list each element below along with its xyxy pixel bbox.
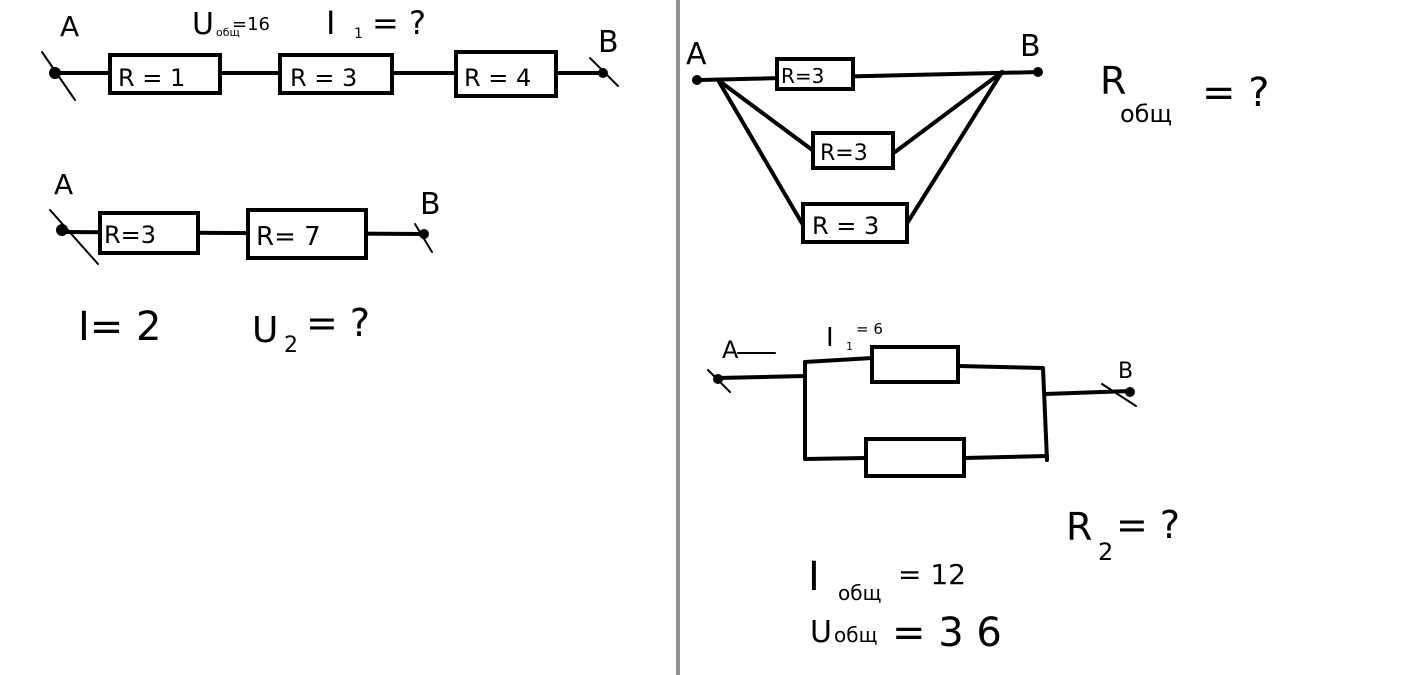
c1-resistor-3-label: R = 4 xyxy=(464,64,531,92)
c3-node-b-label: B xyxy=(1020,29,1041,64)
c3-terminal-b xyxy=(1033,67,1043,77)
c3-resistor-2-label: R=3 xyxy=(820,141,868,166)
c2-find-u-letter: U xyxy=(252,310,278,351)
c4-node-a-label: A xyxy=(722,336,739,364)
c1-find-i-rest: = ? xyxy=(372,4,426,42)
c4-node-b-label: B xyxy=(1118,359,1133,384)
c3-terminal-a xyxy=(692,75,702,85)
c1-resistor-2-label: R = 3 xyxy=(290,64,357,92)
c3-resistor-2 xyxy=(811,131,895,170)
circuit-4: A B I 1 = 6 R 2 = ? I общ = 12 U общ = 3… xyxy=(707,320,1180,656)
c3-find-r-letter: R xyxy=(1100,59,1126,103)
c2-resistor-2-label: R= 7 xyxy=(256,222,321,252)
c1-resistor-1-label: R = 1 xyxy=(118,64,185,92)
c4-left-wire xyxy=(716,374,807,380)
c4-given-itotal-sub: общ xyxy=(838,581,881,605)
c1-node-a-label: A xyxy=(60,10,79,43)
c2-node-b-label: B xyxy=(420,187,441,222)
c2-resistor-1 xyxy=(98,211,200,255)
c1-given-u-value: =16 xyxy=(232,14,270,35)
c3-find-r-rest: = ? xyxy=(1202,70,1269,116)
c1-terminal-a xyxy=(49,67,61,79)
circuit-2: A B R=3 R= 7 I= 2 U 2 = ? xyxy=(49,168,441,358)
c4-given-i1-sub: 1 xyxy=(846,340,853,353)
c2-given-i: I= 2 xyxy=(78,304,161,350)
c4-terminal-b xyxy=(1125,387,1135,397)
c4-right-wire xyxy=(1043,389,1132,396)
c4-find-r-letter: R xyxy=(1066,505,1092,549)
c4-top-branch-wire-right xyxy=(956,364,1049,462)
circuit-1: A B U общ =16 I 1 = ? R = 1 R = 3 R = 4 xyxy=(41,4,619,101)
c4-resistor-1 xyxy=(870,345,960,384)
c1-given-u-letter: U xyxy=(192,7,214,42)
c1-resistor-1 xyxy=(108,53,222,95)
c3-resistor-3 xyxy=(801,202,909,244)
c2-terminal-a-tick xyxy=(49,209,99,265)
c1-node-b-label: B xyxy=(598,25,619,60)
c4-terminal-b-tick xyxy=(1101,383,1137,407)
c2-find-u-sub: 2 xyxy=(284,333,298,358)
c4-given-utotal-sub: общ xyxy=(834,623,877,647)
c2-resistor-2 xyxy=(246,208,368,260)
c2-terminal-a xyxy=(56,224,68,236)
c4-given-itotal-rest: = 12 xyxy=(898,558,966,591)
c3-find-r-sub: общ xyxy=(1120,100,1172,128)
c3-resistor-3-label: R = 3 xyxy=(812,212,879,240)
c4-given-itotal-letter: I xyxy=(808,554,820,600)
c1-find-i-letter: I xyxy=(326,4,335,42)
c2-terminal-b xyxy=(419,229,429,239)
c4-resistor-2 xyxy=(864,437,966,478)
c4-terminal-a xyxy=(713,374,723,384)
c4-given-utotal-letter: U xyxy=(810,615,832,650)
c2-find-u-rest: = ? xyxy=(306,301,370,345)
c3-node-a-label: A xyxy=(686,37,707,72)
c1-given-u-sub: общ xyxy=(216,26,240,39)
c1-terminal-b xyxy=(598,68,608,78)
c3-resistor-1-label: R=3 xyxy=(781,64,824,88)
c2-resistor-1-label: R=3 xyxy=(104,221,156,249)
c1-find-i-sub: 1 xyxy=(354,26,363,42)
c4-bottom-branch-wire-left xyxy=(803,456,868,461)
c1-resistor-3 xyxy=(454,50,558,98)
c4-find-r-sub: 2 xyxy=(1098,538,1113,566)
c3-resistor-1 xyxy=(775,57,855,91)
c1-resistor-2 xyxy=(278,53,394,95)
c3-top-branch-wire xyxy=(698,70,1042,82)
c4-given-i1-rest: = 6 xyxy=(856,320,883,338)
c4-top-branch-wire xyxy=(803,356,874,364)
c4-find-r-rest: = ? xyxy=(1116,503,1180,547)
c4-bottom-branch-wire-right xyxy=(962,454,1049,460)
c4-given-utotal-rest: = 3 6 xyxy=(892,610,1002,656)
c4-given-i1-letter: I xyxy=(826,323,834,353)
circuit-3: A B R=3 R=3 R = 3 R общ = ? xyxy=(686,29,1269,244)
c2-node-a-label: A xyxy=(54,168,73,201)
